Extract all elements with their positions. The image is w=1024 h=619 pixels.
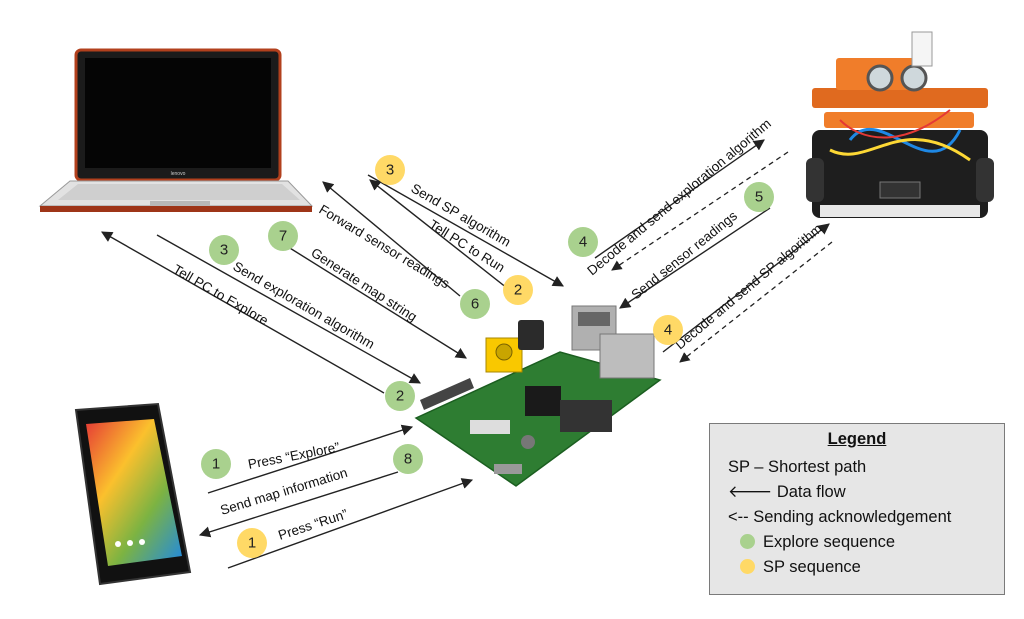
arrow-decode-send-exploration (594, 139, 765, 259)
badge-explore-6: 6 (460, 289, 490, 319)
arrow-decode-send-sp (662, 223, 830, 353)
label-press-explore: Press “Explore” (247, 439, 341, 471)
arrow-tell-pc-run (369, 179, 513, 293)
svg-text:8: 8 (404, 451, 412, 468)
legend-sp-seq-label: SP sequence (763, 558, 861, 576)
arrow-press-run (227, 478, 474, 569)
svg-text:3: 3 (220, 242, 228, 259)
legend-sp-seq: SP sequence (728, 555, 1004, 580)
svg-text:7: 7 (279, 228, 287, 245)
arrow-generate-map (284, 244, 467, 359)
legend-box: Legend SP – Shortest path 🡐 Data flow <-… (709, 423, 1005, 595)
badge-sp-1: 1 (237, 528, 267, 558)
badge-explore-4: 4 (568, 227, 598, 257)
ack-arrows (611, 151, 833, 363)
data-flow-arrows (101, 139, 830, 569)
arrow-send-sensor-readings (619, 207, 771, 309)
svg-text:3: 3 (386, 162, 394, 179)
badge-sp-2: 2 (503, 275, 533, 305)
svg-text:4: 4 (664, 322, 672, 339)
raspberry-pi-icon (414, 305, 662, 487)
svg-text:2: 2 (514, 282, 522, 299)
label-send-map-info: Send map information (218, 465, 349, 518)
badge-explore-7: 7 (268, 221, 298, 251)
svg-text:6: 6 (471, 296, 479, 313)
legend-ack: <-- Sending acknowledgement (728, 508, 952, 526)
svg-text:1: 1 (212, 456, 220, 473)
arrow-send-sp (367, 174, 564, 287)
green-dot-icon (740, 534, 755, 549)
badge-explore-8: 8 (393, 444, 423, 474)
robot-icon (806, 31, 994, 218)
legend-sp: SP – Shortest path (728, 458, 867, 476)
laptop-icon: lenovo (38, 48, 314, 212)
badge-explore-5: 5 (744, 182, 774, 212)
svg-text:5: 5 (755, 189, 763, 206)
arrow-send-exploration (156, 234, 421, 384)
badge-explore-3: 3 (209, 235, 239, 265)
ack-sp (679, 241, 833, 363)
arrow-tell-pc-explore (101, 231, 385, 394)
svg-text:2: 2 (396, 388, 404, 405)
svg-text:1: 1 (248, 535, 256, 552)
badge-sp-3: 3 (375, 155, 405, 185)
arrow-press-explore (207, 424, 414, 494)
yellow-dot-icon (740, 559, 755, 574)
arrow-send-map-info (198, 471, 399, 538)
legend-title: Legend (827, 430, 887, 448)
svg-text:4: 4 (579, 234, 587, 251)
badge-explore-1: 1 (201, 449, 231, 479)
laptop-brand: lenovo (171, 171, 186, 177)
tablet-icon (74, 402, 192, 586)
legend-data-flow: 🡐 Data flow (728, 483, 846, 501)
legend-explore-label: Explore sequence (763, 533, 896, 551)
badge-sp-4: 4 (653, 315, 683, 345)
legend-explore: Explore sequence (728, 530, 1004, 555)
arrow-forward-sensor (322, 181, 461, 297)
badges: 1 2 3 4 5 6 7 8 1 2 3 4 (201, 155, 774, 558)
badge-explore-2: 2 (385, 381, 415, 411)
